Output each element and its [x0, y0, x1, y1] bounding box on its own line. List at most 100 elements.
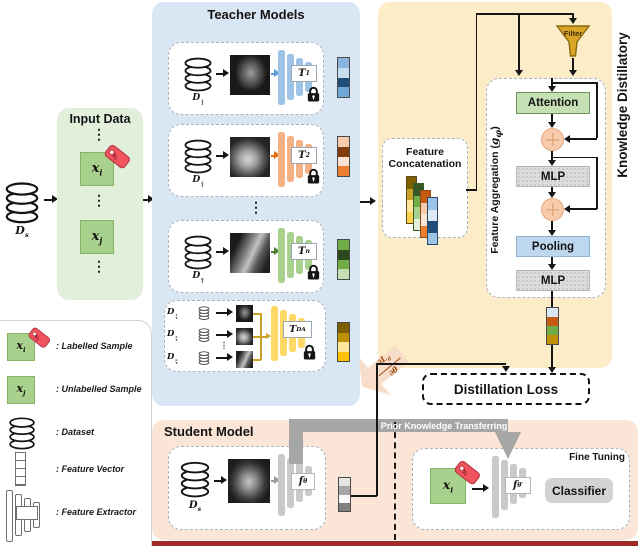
connector-line: [551, 291, 553, 307]
feature-aggregation-box: [486, 78, 606, 298]
arrow-right-icon: [274, 476, 280, 484]
legend-extractor-box: [16, 506, 38, 520]
dataset-icon: [194, 327, 214, 342]
ellipsis: ⋮: [249, 199, 263, 215]
mlp-block: MLP: [516, 270, 590, 291]
connector-line: [216, 155, 224, 157]
connector-line: [260, 336, 267, 338]
arrow-down-icon: [548, 86, 556, 92]
arrow-right-icon: [223, 69, 229, 77]
arrow-right-icon: [148, 195, 154, 203]
transfer-ribbon: [289, 419, 508, 432]
connector-line: [552, 82, 597, 84]
arrow-right-icon: [274, 151, 280, 159]
connector-line: [216, 312, 228, 314]
connector-line: [216, 357, 228, 359]
source-dataset-label: Ds: [15, 224, 29, 240]
transfer-arrowhead-icon: [495, 432, 521, 459]
legend-feature-vector-icon: [15, 452, 26, 486]
arrow-left-icon: [563, 134, 570, 143]
transfer-label: Prior Knowledge Transferring: [380, 420, 508, 431]
legend-item-label: : Unlabelled Sample: [56, 384, 142, 394]
mri-image: [230, 233, 270, 273]
connector-line: [551, 257, 553, 264]
student-model-title: Student Model: [164, 424, 254, 439]
connector-line: [551, 221, 553, 230]
dataset-icon: [194, 305, 214, 320]
connector-line: [216, 251, 224, 253]
connector-line: [568, 208, 597, 210]
connector-line: [551, 114, 553, 123]
legend-item-label: : Feature Vector: [56, 464, 125, 474]
arrow-right-icon: [227, 330, 233, 338]
arrow-down-icon: [568, 18, 577, 24]
teacherN-feature-vector: [337, 239, 350, 280]
arrow-right-icon: [221, 476, 227, 484]
connector-line: [596, 156, 598, 209]
source-dataset-icon: [2, 178, 42, 224]
lock-icon: [306, 263, 321, 281]
arrow-down-icon: [514, 70, 523, 76]
mri-thumb: [236, 351, 253, 368]
connector-line: [44, 199, 53, 201]
arrow-right-icon: [227, 353, 233, 361]
connector-line: [568, 138, 597, 140]
teacherDA-feature-vector: [337, 322, 350, 362]
connector-line: [351, 495, 377, 497]
connector-line: [572, 58, 574, 70]
connector-line: [253, 359, 261, 361]
dataset-icon: [178, 458, 212, 498]
arrow-right-icon: [266, 333, 271, 339]
fine-tuning-label: Fine Tuning: [569, 452, 625, 463]
connector-line: [271, 251, 275, 253]
connector-line: [518, 13, 520, 70]
classifier-block: Classifier: [545, 478, 613, 503]
connector-line: [376, 363, 506, 365]
connector-line: [214, 480, 222, 482]
attention-block: Attention: [516, 92, 590, 114]
xi-label: xi: [91, 160, 103, 178]
legend-feature-extractor-icon: [6, 488, 46, 544]
arrow-down-icon: [501, 366, 510, 372]
legend-border: [0, 320, 152, 546]
add-operator-icon: [541, 128, 564, 151]
knowledge-distillatory-title: Knowledge Distillatory: [615, 32, 630, 178]
legend-xi-label: xi: [16, 339, 26, 355]
mri-image: [228, 459, 270, 503]
mlp-block: MLP: [516, 166, 590, 187]
input-data-panel: [57, 108, 143, 300]
connector-line: [271, 155, 275, 157]
connector-line: [216, 334, 228, 336]
arrow-right-icon: [223, 151, 229, 159]
input-data-title: Input Data: [69, 112, 131, 126]
arrow-right-icon: [274, 247, 280, 255]
connector-line: [143, 199, 149, 201]
connector-line: [551, 345, 553, 367]
arrow-right-icon: [227, 308, 233, 316]
legend-unlabelled-sample-icon: xj: [7, 376, 35, 404]
mri-image: [230, 55, 270, 95]
legend-labelled-sample-icon: xi: [7, 333, 35, 361]
lock-icon: [306, 167, 321, 185]
lock-icon: [302, 343, 317, 361]
distillation-loss-box: Distillation Loss: [422, 373, 590, 405]
bottom-bar: [152, 541, 638, 546]
connector-line: [271, 480, 275, 482]
arrow-right-icon: [483, 484, 489, 492]
connector-line: [551, 151, 553, 160]
connector-line: [216, 73, 224, 75]
arrow-down-icon: [548, 192, 556, 198]
lock-icon: [306, 85, 321, 103]
